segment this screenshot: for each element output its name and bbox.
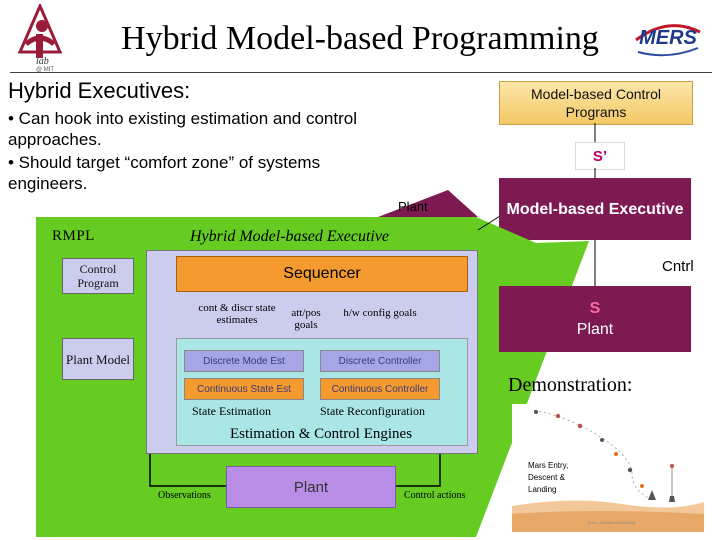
demo-text: Mars Entry, Descent & Landing [528, 460, 598, 496]
model-based-executive-box: Model-based Executive [499, 178, 691, 240]
title-divider [10, 72, 712, 73]
demo-caption: Entry, descent and landing [588, 520, 636, 525]
state-reconfiguration-label: State Reconfiguration [320, 404, 425, 418]
cntrl-label: Cntrl [662, 258, 694, 275]
sequencer-box: Sequencer [176, 256, 468, 292]
lab-logo: lab @ MIT [14, 2, 66, 76]
plant-box: Plant [226, 466, 396, 508]
lab-logo-subtext: @ MIT [36, 67, 55, 73]
cont-discr-label: cont & discr state estimates [198, 302, 276, 326]
bullet-item: • Can hook into existing estimation and … [8, 109, 357, 149]
demo-text-line: Landing [528, 485, 557, 494]
plant-tab-label: Plant [398, 199, 428, 214]
discrete-controller-box: Discrete Controller [320, 350, 440, 372]
plant-tab-shape [378, 190, 478, 217]
observations-label: Observations [158, 490, 211, 501]
model-based-control-programs-box: Model-based Control Programs [499, 81, 693, 125]
continuous-state-est-box: Continuous State Est [184, 378, 304, 400]
bullet-item: • Should target “comfort zone” of system… [8, 153, 321, 193]
hw-config-label: h/w config goals [343, 307, 417, 319]
mers-logo-text: MERS [639, 27, 697, 49]
rmpl-label: RMPL [52, 228, 95, 244]
s-plant-box: S Plant [499, 286, 691, 352]
state-estimation-label: State Estimation [192, 404, 271, 418]
plant-model-box: Plant Model [62, 338, 134, 380]
control-program-box: Control Program [62, 258, 134, 294]
control-actions-label: Control actions [404, 490, 466, 501]
discrete-mode-est-box: Discrete Mode Est [184, 350, 304, 372]
section-subtitle: Hybrid Executives: [8, 78, 191, 103]
lab-logo-text: lab [36, 56, 49, 67]
continuous-controller-box: Continuous Controller [320, 378, 440, 400]
att-pos-label: att/pos goals [291, 307, 321, 331]
s-plant-symbol: S [589, 300, 601, 317]
s-prime-label: S’ [575, 142, 625, 170]
demo-text-line: Mars Entry, [528, 461, 569, 470]
mers-logo: MERS [632, 18, 704, 60]
mars-landing-illustration [512, 404, 704, 532]
hme-title: Hybrid Model-based Executive [190, 228, 390, 245]
demonstration-label: Demonstration: [508, 374, 633, 396]
page-title: Hybrid Model-based Programming [121, 20, 599, 57]
engines-title: Estimation & Control Engines [229, 426, 413, 442]
demo-text-line: Descent & [528, 473, 565, 482]
s-plant-label: Plant [576, 321, 614, 338]
